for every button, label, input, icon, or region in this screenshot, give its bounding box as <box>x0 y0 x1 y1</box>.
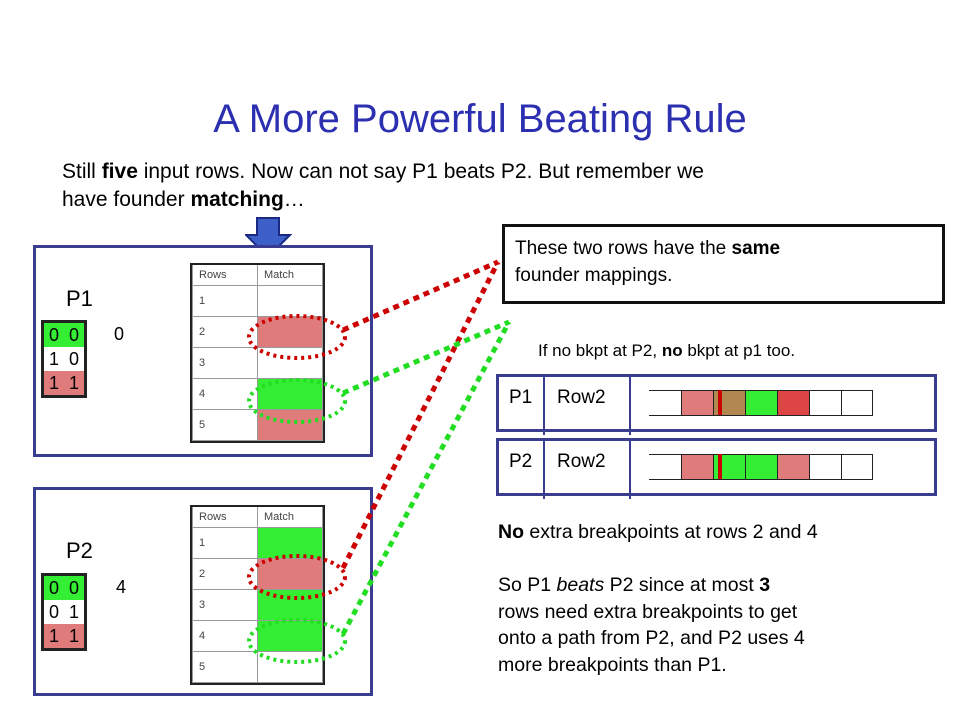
p1-row2-box: P1 Row2 <box>496 374 937 435</box>
p2-row4-ellipse <box>247 618 347 664</box>
callout-text-c: founder mappings. <box>515 265 673 286</box>
p2-row-3: 3 <box>192 589 258 621</box>
p1-cell-r2c2: 0 <box>64 347 87 371</box>
rowbox1-breakpoint-marker <box>718 390 722 415</box>
conclusion-l3: rows need extra breakpoints to get <box>498 600 798 623</box>
note-a: If no bkpt at P2, <box>538 341 662 360</box>
p2-cell-r1c1: 0 <box>42 574 64 600</box>
p1-red-connector <box>341 259 500 333</box>
p1-match-5 <box>257 409 323 441</box>
conclusion-text: No extra breakpoints at rows 2 and 4 So … <box>498 519 948 678</box>
conclusion-l5: more breakpoints than P1. <box>498 653 727 676</box>
p1-row-5: 5 <box>192 409 258 441</box>
rowbox1-p-label: P1 <box>509 387 533 408</box>
intro-line2-a: have founder <box>62 188 191 211</box>
same-mapping-callout: These two rows have the same founder map… <box>502 224 945 304</box>
rowbox1-separator <box>543 377 545 435</box>
p2-label: P2 <box>66 538 93 563</box>
rowbox2-seg-6 <box>809 455 841 479</box>
p1-panel: P1 0 0 1 0 1 1 0 Rows Match 1 2 3 4 5 <box>33 245 373 457</box>
p2-cell-r2c2: 1 <box>64 600 87 624</box>
p1-match-1 <box>257 285 323 317</box>
bkpt-note: If no bkpt at P2, no bkpt at p1 too. <box>538 341 795 361</box>
p1-row4-ellipse <box>247 378 347 424</box>
p1-match-3 <box>257 347 323 379</box>
p2-cell-r3c1: 1 <box>42 624 64 651</box>
intro-line1-bold: five <box>101 160 138 183</box>
p2-green-connector <box>340 320 512 636</box>
conclusion-l4: onto a path from P2, and P2 uses 4 <box>498 627 805 649</box>
rowbox1-separator-2 <box>629 377 631 435</box>
rowbox1-seg-6 <box>809 391 841 415</box>
conclusion-l1: extra breakpoints at rows 2 and 4 <box>524 521 818 543</box>
p2-match-1 <box>257 527 323 559</box>
p2-row2-box: P2 Row2 <box>496 438 937 499</box>
p2-cell-r2c1: 0 <box>48 601 59 622</box>
rowbox1-seg-5 <box>777 391 809 415</box>
p2-row2-ellipse <box>247 554 347 600</box>
p2-extra-value: 4 <box>116 577 127 597</box>
rowbox1-seg-7 <box>841 391 873 415</box>
rowbox2-seg-4 <box>745 455 777 479</box>
p1-cell-r3c2: 1 <box>64 371 87 398</box>
p1-cell-r1c2: 0 <box>64 321 87 347</box>
callout-text-bold: same <box>731 238 781 259</box>
p1-row2-ellipse <box>247 314 347 360</box>
p2-match-table: Rows Match 1 2 3 4 5 <box>190 505 325 685</box>
p2-row-1: 1 <box>192 527 258 559</box>
callout-text-a: These two rows have the <box>515 238 732 259</box>
p2-cell-r3c2: 1 <box>64 624 87 651</box>
conclusion-l2-a: So P1 <box>498 574 557 596</box>
p1-green-connector <box>342 319 510 396</box>
intro-line1-a: Still <box>62 160 102 183</box>
rowbox2-breakpoint-marker <box>718 454 722 479</box>
rowbox2-separator-2 <box>629 441 631 499</box>
rowbox2-p-label: P2 <box>509 451 533 472</box>
rowbox2-seg-2 <box>681 455 713 479</box>
rowbox1-seg-2 <box>681 391 713 415</box>
p1-cell-r3c1: 1 <box>42 371 64 398</box>
p2-match-2 <box>257 558 323 590</box>
intro-line2-c: … <box>283 188 305 211</box>
rowbox1-segments <box>649 390 873 416</box>
p2-cell-r1c2: 0 <box>64 574 87 600</box>
intro-line2-bold: matching <box>190 188 284 211</box>
rowbox2-seg-5 <box>777 455 809 479</box>
p1-cell-r2c1: 1 <box>48 348 59 369</box>
p1-haplotype-grid: 0 0 1 0 1 1 <box>41 320 87 398</box>
p2-red-connector <box>340 260 501 570</box>
p2-panel: P2 0 0 0 1 1 1 4 Rows Match 1 2 3 4 5 <box>33 487 373 696</box>
page-title: A More Powerful Beating Rule <box>213 97 747 141</box>
conclusion-l2-c: P2 since at most <box>604 574 760 596</box>
p1-row-3: 3 <box>192 347 258 379</box>
p1-cell-r1c1: 0 <box>42 321 64 347</box>
p2-row-5: 5 <box>192 651 258 683</box>
rowbox2-seg-7 <box>841 455 873 479</box>
rowbox2-separator <box>543 441 545 499</box>
p1-match-table: Rows Match 1 2 3 4 5 <box>190 263 325 443</box>
note-c: bkpt at p1 too. <box>682 341 796 360</box>
rowbox1-row-label: Row2 <box>557 387 606 408</box>
p1-extra-value: 0 <box>114 324 125 344</box>
intro-line1-c: input rows. Now can not say P1 beats P2.… <box>137 160 704 183</box>
conclusion-three: 3 <box>759 574 771 596</box>
p2-match-3 <box>257 589 323 621</box>
p2-haplotype-grid: 0 0 0 1 1 1 <box>41 573 87 651</box>
conclusion-no: No <box>498 521 524 543</box>
intro-text: Still five input rows. Now can not say P… <box>62 158 902 214</box>
note-bold: no <box>661 341 683 360</box>
conclusion-beats: beats <box>556 574 605 596</box>
rowbox2-row-label: Row2 <box>557 451 606 472</box>
rowbox1-seg-4 <box>745 391 777 415</box>
p1-label: P1 <box>66 286 93 311</box>
